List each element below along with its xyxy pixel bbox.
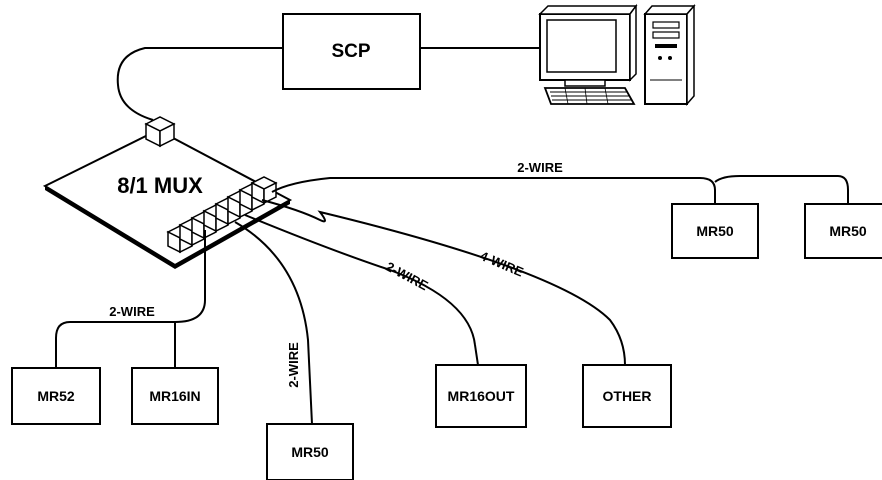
wire-vertical <box>234 221 313 425</box>
scp-mux-cable <box>116 47 283 121</box>
mux-label: 8/1 MUX <box>117 173 203 198</box>
wire-label-middle: 2-WIRE <box>384 259 432 294</box>
wire-middle <box>244 214 479 366</box>
node-mr50-c-label: MR50 <box>291 444 329 460</box>
node-other: OTHER <box>582 364 672 428</box>
wire-label-left-bottom: 2-WIRE <box>109 304 155 319</box>
node-other-label: OTHER <box>603 388 652 404</box>
node-mr50-a: MR50 <box>671 203 759 259</box>
wire-label-vertical: 2-WIRE <box>286 342 301 388</box>
node-mr50-a-label: MR50 <box>696 223 734 239</box>
wire-four <box>261 199 626 366</box>
node-mr16out-label: MR16OUT <box>448 388 515 404</box>
mux-port <box>250 176 278 205</box>
node-mr50-b: MR50 <box>804 203 882 259</box>
node-mr16out: MR16OUT <box>435 364 527 428</box>
node-mr52: MR52 <box>11 367 101 425</box>
mux-ports <box>166 176 278 254</box>
computer-icon <box>538 3 696 106</box>
node-mr50-b-label: MR50 <box>829 223 867 239</box>
scp-box: SCP <box>282 13 421 90</box>
scp-label: SCP <box>331 41 370 62</box>
mux-board: 8/1 MUX <box>42 128 293 269</box>
wire-left-bottom <box>55 230 206 368</box>
node-mr16in-label: MR16IN <box>149 388 200 404</box>
node-mr16in: MR16IN <box>131 367 219 425</box>
computer-monitor-icon <box>538 3 638 87</box>
wire-label-top-right: 2-WIRE <box>517 160 563 175</box>
mux-connector-cube <box>144 116 176 148</box>
tower-pc-icon <box>643 4 696 106</box>
wire-label-four: 4-WIRE <box>478 248 526 280</box>
node-mr52-label: MR52 <box>37 388 75 404</box>
node-mr50-c: MR50 <box>266 423 354 480</box>
keyboard-icon <box>543 87 636 105</box>
wire-top-right-branch <box>714 175 849 204</box>
wire-top-right <box>271 177 716 204</box>
